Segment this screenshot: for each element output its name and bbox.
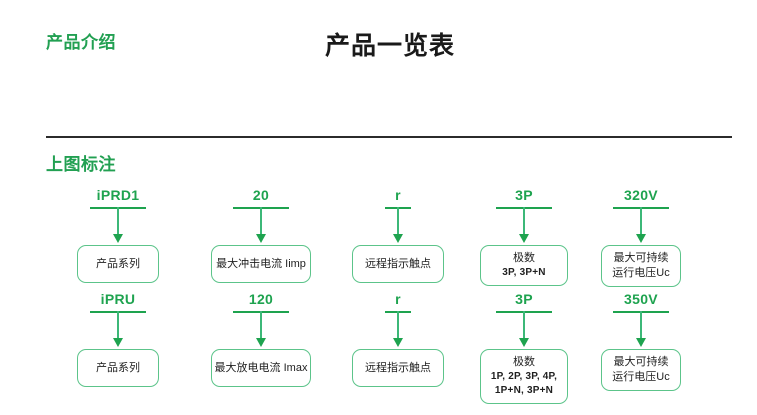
- down-arrow-icon: [454, 311, 594, 349]
- down-arrow-icon: [48, 311, 188, 349]
- code-label: 3P: [515, 187, 533, 203]
- legend-column: 320V 最大可持续运行电压Uc: [571, 186, 711, 287]
- arrow-head: [519, 234, 529, 243]
- down-arrow-icon: [328, 311, 468, 349]
- code-label: 20: [252, 187, 270, 203]
- breadcrumb-kicker: 产品介绍: [46, 33, 116, 52]
- arrow-head: [636, 234, 646, 243]
- description-subline: 3P, 3P+N: [502, 267, 546, 278]
- description-subline: 1P, 2P, 3P, 4P,: [490, 371, 558, 382]
- arrow-stem: [523, 311, 525, 340]
- legend-column: 3P 极数 1P, 2P, 3P, 4P, 1P+N, 3P+N: [454, 290, 594, 404]
- arrow-stem: [397, 207, 399, 236]
- arrow-stem: [640, 311, 642, 340]
- code-label: r: [395, 291, 401, 307]
- legend-column: 20 最大冲击电流 Iimp: [191, 186, 331, 283]
- legend-column: iPRU 产品系列: [48, 290, 188, 387]
- description-line: 最大可持续: [613, 356, 669, 368]
- page-header: 产品介绍 产品一览表: [0, 0, 757, 120]
- legend-column: r 远程指示触点: [328, 290, 468, 387]
- arrow-head: [519, 338, 529, 347]
- description-line: 极数: [513, 252, 535, 264]
- description-line: 运行电压Uc: [612, 371, 670, 383]
- legend-row: iPRU 产品系列 120 最大放电电流 Imax r 远程指示触点 3P 极数 1P, 2P,…: [0, 290, 757, 405]
- down-arrow-icon: [454, 207, 594, 245]
- arrow-stem: [523, 207, 525, 236]
- description-line: 远程指示触点: [365, 361, 431, 374]
- description-line: 最大放电电流 Imax: [214, 361, 308, 374]
- legend-column: iPRD1 产品系列: [48, 186, 188, 283]
- description-line: 最大可持续: [613, 252, 669, 264]
- description-line: 极数: [513, 356, 535, 368]
- down-arrow-icon: [571, 207, 711, 245]
- code-label: iPRU: [100, 291, 136, 307]
- description-line: 运行电压Uc: [612, 267, 670, 279]
- code-label: 320V: [624, 187, 658, 203]
- description-box: 极数 3P, 3P+N: [480, 245, 568, 286]
- arrow-head: [393, 234, 403, 243]
- arrow-stem: [117, 311, 119, 340]
- code-label: 3P: [515, 291, 533, 307]
- arrow-stem: [640, 207, 642, 236]
- description-box: 远程指示触点: [352, 349, 444, 387]
- legend-column: r 远程指示触点: [328, 186, 468, 283]
- arrow-stem: [260, 311, 262, 340]
- description-subline: 1P+N, 3P+N: [494, 385, 554, 396]
- description-box: 最大放电电流 Imax: [211, 349, 311, 387]
- down-arrow-icon: [191, 311, 331, 349]
- arrow-head: [256, 338, 266, 347]
- arrow-stem: [260, 207, 262, 236]
- legend-rows: iPRD1 产品系列 20 最大冲击电流 Iimp r 远程指示触点 3P 极数 3P, 3P+…: [0, 186, 757, 405]
- description-line: 远程指示触点: [365, 257, 431, 270]
- description-box: 最大可持续运行电压Uc: [601, 349, 681, 391]
- description-line: 最大冲击电流 Iimp: [216, 257, 306, 270]
- section-heading: 上图标注: [46, 155, 116, 174]
- arrow-head: [113, 234, 123, 243]
- description-box: 产品系列: [77, 245, 159, 283]
- page-title: 产品一览表: [325, 32, 456, 60]
- down-arrow-icon: [191, 207, 331, 245]
- arrow-stem: [397, 311, 399, 340]
- legend-column: 350V 最大可持续运行电压Uc: [571, 290, 711, 391]
- down-arrow-icon: [571, 311, 711, 349]
- description-line: 产品系列: [96, 257, 140, 270]
- description-box: 最大冲击电流 Iimp: [211, 245, 311, 283]
- legend-column: 120 最大放电电流 Imax: [191, 290, 331, 387]
- down-arrow-icon: [48, 207, 188, 245]
- code-label: iPRD1: [96, 187, 140, 203]
- legend-column: 3P 极数 3P, 3P+N: [454, 186, 594, 286]
- down-arrow-icon: [328, 207, 468, 245]
- description-line: 产品系列: [96, 361, 140, 374]
- legend-row: iPRD1 产品系列 20 最大冲击电流 Iimp r 远程指示触点 3P 极数 3P, 3P+…: [0, 186, 757, 290]
- arrow-head: [393, 338, 403, 347]
- description-box: 最大可持续运行电压Uc: [601, 245, 681, 287]
- description-box: 产品系列: [77, 349, 159, 387]
- code-label: 350V: [624, 291, 658, 307]
- arrow-head: [256, 234, 266, 243]
- arrow-head: [113, 338, 123, 347]
- arrow-stem: [117, 207, 119, 236]
- code-label: 120: [248, 291, 274, 307]
- section-divider: [46, 136, 732, 138]
- description-box: 极数 1P, 2P, 3P, 4P, 1P+N, 3P+N: [480, 349, 568, 404]
- arrow-head: [636, 338, 646, 347]
- description-box: 远程指示触点: [352, 245, 444, 283]
- code-label: r: [395, 187, 401, 203]
